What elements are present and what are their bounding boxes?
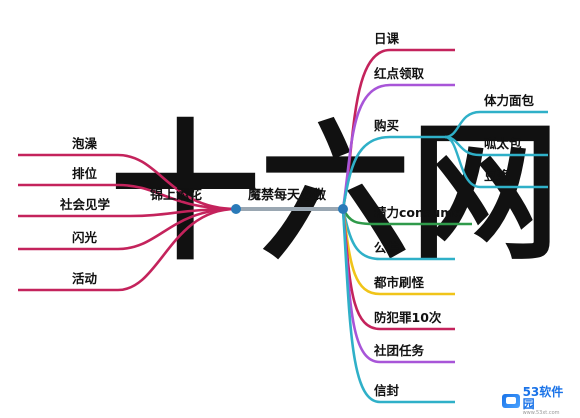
right-branch-goumai[interactable]: 购买: [341, 118, 445, 210]
logo-subtext: www.53xt.com: [522, 410, 560, 416]
right-hub-node[interactable]: [338, 204, 348, 214]
branch-label: 防犯罪10次: [374, 310, 442, 325]
site-logo: 53软件园 www.53xt.com: [502, 386, 574, 416]
branch-label: 日课: [374, 31, 400, 46]
child-doujiang[interactable]: 豆浆: [444, 135, 548, 189]
left-hub-node[interactable]: [231, 204, 241, 214]
branch-label: 精力consume: [374, 205, 462, 220]
left-branch-huodong[interactable]: 活动: [18, 207, 237, 292]
child-line: [444, 135, 548, 189]
branch-label: 活动: [72, 271, 98, 286]
branch-line: [18, 183, 237, 211]
child-label: 豆浆: [484, 168, 510, 183]
child-tilimianbao[interactable]: 体力面包: [444, 93, 548, 139]
child-line: [444, 110, 548, 139]
center-left-label[interactable]: 锦上添花: [150, 187, 202, 203]
branch-label: 红点领取: [374, 66, 425, 81]
branch-line: [341, 208, 455, 404]
right-branch-xinfeng[interactable]: 信封: [341, 208, 455, 404]
logo-text-group: 53软件园 www.53xt.com: [523, 386, 574, 416]
child-label: 体力面包: [484, 93, 535, 108]
branch-line: [18, 153, 237, 211]
branch-label: 信封: [374, 383, 400, 398]
branch-label: 公共: [374, 240, 400, 255]
branch-line: [341, 135, 445, 210]
branch-label: 泡澡: [72, 136, 98, 151]
branch-line: [18, 207, 237, 292]
center-right-label[interactable]: 魔禁每天必做: [248, 187, 326, 203]
branch-label: 都市刷怪: [373, 275, 425, 290]
branch-label: 购买: [374, 118, 399, 133]
logo-icon: [502, 394, 520, 408]
branch-label: 社团任务: [373, 343, 425, 358]
left-branch-shanguang[interactable]: 闪光: [18, 207, 237, 251]
branch-label: 闪光: [72, 230, 98, 245]
branch-line: [18, 207, 237, 251]
child-label: 呱太包: [484, 136, 522, 151]
branch-label: 排位: [72, 166, 98, 181]
left-branch-paozao[interactable]: 泡澡: [18, 136, 237, 211]
logo-text: 53软件园: [522, 385, 564, 411]
left-branch-paiwei[interactable]: 排位: [18, 166, 237, 211]
branch-label: 社会见学: [59, 197, 111, 212]
